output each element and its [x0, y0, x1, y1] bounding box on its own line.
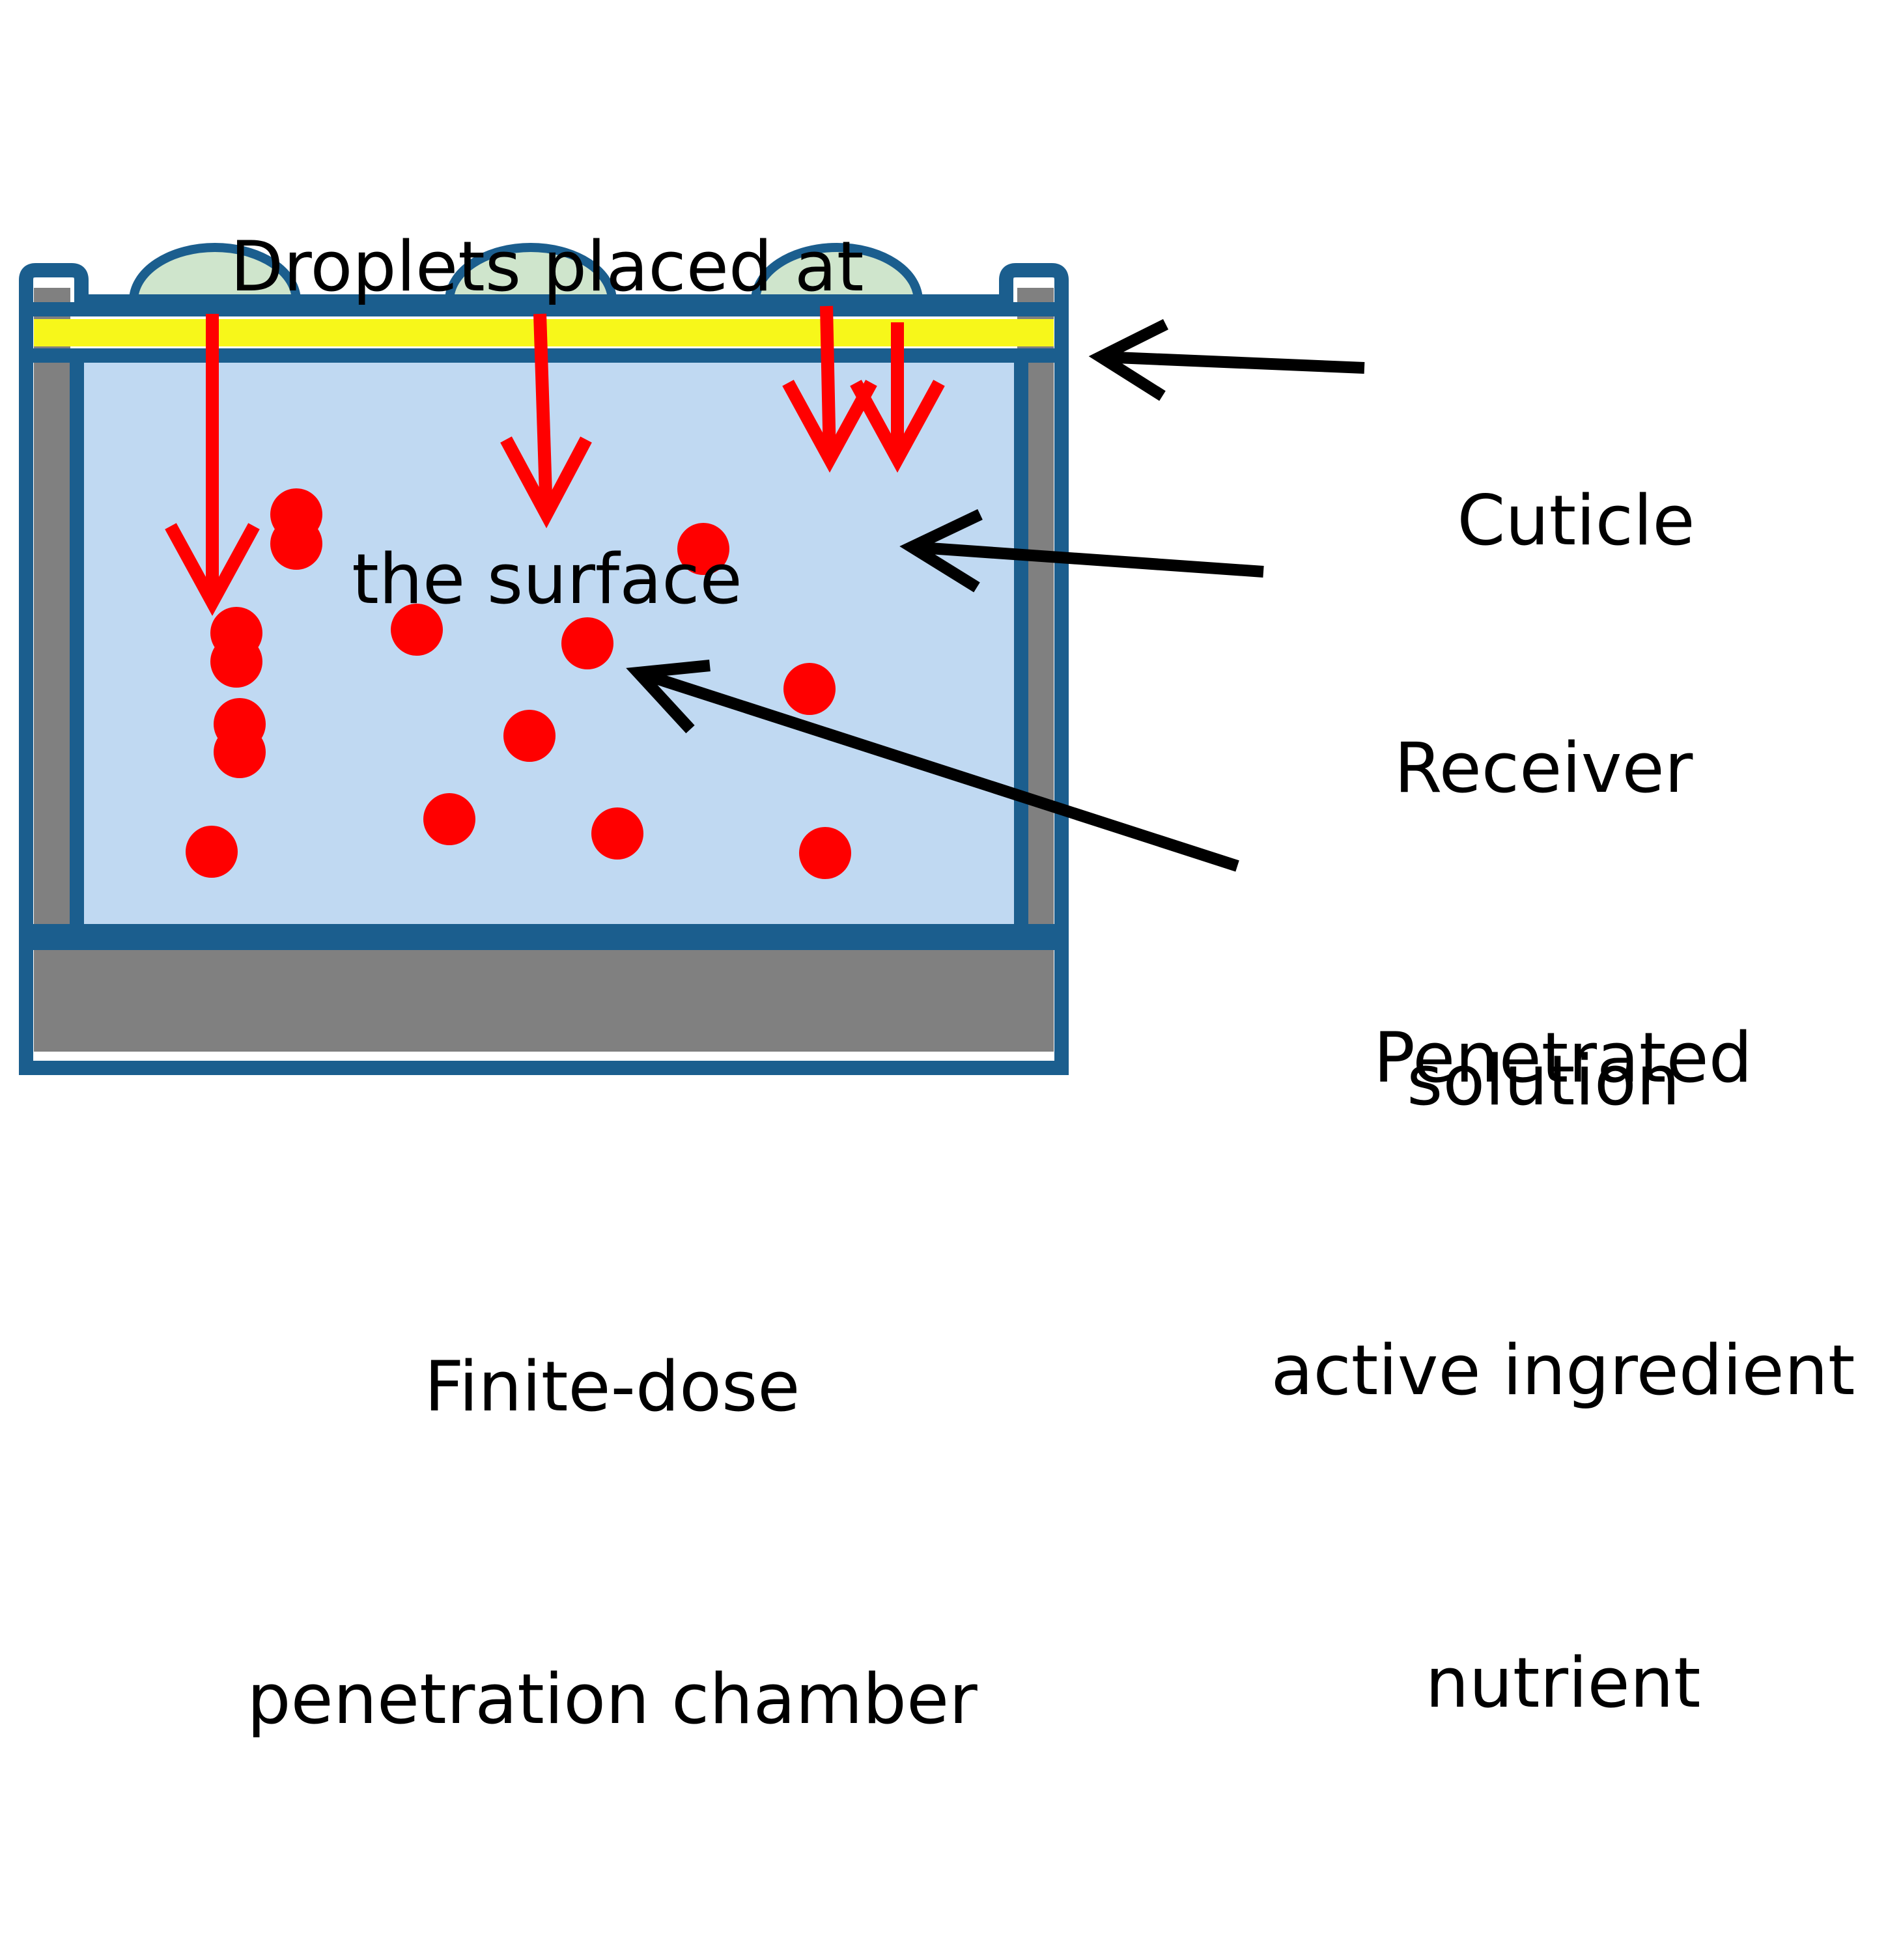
particle	[423, 793, 475, 845]
penetrated-label-line-1: Penetrated	[1373, 1018, 1753, 1098]
penetrated-label: Penetrated active ingredient nutrient	[1237, 798, 1889, 1944]
penetration-chamber-diagram	[19, 243, 1365, 1075]
red-arrow-2	[500, 313, 592, 529]
red-arrow-1	[165, 314, 260, 616]
droplets-label-line-1: Droplets placed at	[230, 227, 864, 307]
penetrated-label-line-3: nutrient	[1425, 1643, 1701, 1723]
pointer-arrows	[626, 318, 1365, 872]
receiver-pointer-arrow	[899, 509, 1264, 593]
droplets	[128, 243, 923, 305]
chamber-label-line-2: penetration chamber	[247, 1659, 978, 1739]
chamber-label: Finite-dose penetration chamber	[169, 1127, 1055, 1960]
red-arrow-4	[850, 322, 945, 473]
chamber-label-line-1: Finite-dose	[424, 1347, 800, 1427]
particle	[391, 604, 443, 656]
particle	[503, 710, 556, 762]
receiver-label: Receiver solution	[1322, 508, 1765, 1341]
cuticle-pointer-arrow	[1088, 318, 1365, 401]
particles	[186, 488, 851, 879]
particle	[210, 636, 262, 688]
penetration-arrows	[165, 305, 945, 616]
particle	[561, 617, 613, 669]
red-arrow-3	[782, 305, 877, 473]
receiver-label-line-1: Receiver	[1394, 728, 1693, 808]
left-wall	[34, 288, 70, 939]
particle	[591, 807, 643, 860]
particle	[270, 518, 322, 570]
particle	[214, 726, 266, 778]
droplet-2	[444, 243, 617, 305]
droplet-1	[128, 243, 302, 305]
cuticle-label-text: Cuticle	[1457, 481, 1695, 561]
particle	[799, 827, 851, 879]
particle	[783, 663, 836, 715]
penetrated-label-line-2: active ingredient	[1271, 1330, 1855, 1410]
particle	[677, 523, 729, 575]
diagram: Droplets placed at the surface Cuticle R…	[19, 7, 1855, 1739]
droplets-label: Droplets placed at the surface	[150, 7, 944, 840]
receiver-label-line-2: solution	[1407, 1041, 1680, 1121]
chamber-frame	[19, 263, 1069, 1075]
cuticle-label: Cuticle	[1355, 260, 1797, 781]
penetrated-pointer-arrow	[626, 660, 1239, 872]
droplets-label-line-2: the surface	[352, 539, 742, 619]
chamber-base	[34, 944, 1054, 1052]
droplet-3	[750, 243, 923, 305]
particle	[186, 826, 238, 878]
frame-outer	[19, 263, 1069, 1075]
